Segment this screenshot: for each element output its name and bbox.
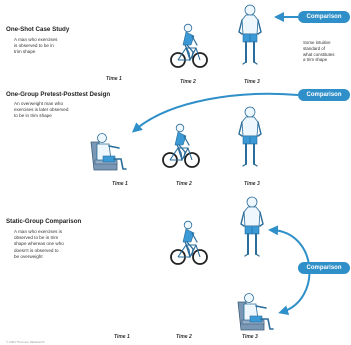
- cyclist-icon: [170, 220, 208, 265]
- section-description: An overweight man who exercises is later…: [14, 101, 69, 119]
- cyclist-icon: [162, 123, 200, 168]
- cyclist-icon: [170, 23, 208, 68]
- section-title: One-Group Pretest-Posttest Design: [6, 91, 111, 98]
- comparison-arrow: [131, 92, 299, 133]
- time-label-3: Time 3: [244, 79, 260, 85]
- seated-man-icon: [237, 292, 274, 331]
- intuitive-standard-note: Some intuitive standard of what constitu…: [303, 40, 335, 63]
- time-label-3: Time 3: [242, 334, 258, 340]
- time-label-1: Time 1: [112, 181, 128, 187]
- section-description: A man who exercises is observed to be in…: [14, 37, 58, 55]
- section-title: Static-Group Comparison: [6, 218, 82, 225]
- comparison-badge: Comparison: [298, 11, 350, 23]
- seated-man-icon: [90, 132, 127, 171]
- time-label-2: Time 2: [176, 334, 192, 340]
- standing-man-icon: [240, 196, 264, 257]
- standing-man-icon: [238, 4, 262, 65]
- time-label-2: Time 2: [180, 79, 196, 85]
- time-label-1: Time 1: [114, 334, 130, 340]
- copyright-footer: © 2004 Thomson Wadsworth: [6, 340, 45, 344]
- time-label-1: Time 1: [106, 76, 122, 82]
- section-title: One-Shot Case Study: [6, 26, 70, 33]
- comparison-badge: Comparison: [298, 89, 350, 101]
- section-description: A man who exercises is observed to be in…: [14, 229, 64, 259]
- standing-man-icon: [238, 106, 262, 167]
- comparison-badge: Comparison: [298, 262, 350, 274]
- time-label-3: Time 3: [244, 181, 260, 187]
- time-label-2: Time 2: [176, 181, 192, 187]
